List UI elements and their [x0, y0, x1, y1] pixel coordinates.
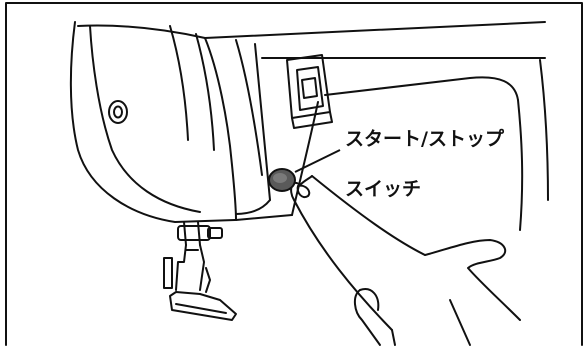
hand-outline — [424, 239, 521, 321]
start-stop-button-icon — [268, 168, 296, 192]
callout-label-line2: スイッチ — [345, 178, 422, 200]
thread-lever-slot — [286, 54, 333, 129]
finger-outline — [290, 181, 393, 331]
head-screw-icon — [108, 100, 128, 124]
machine-arm — [204, 21, 546, 39]
callout-label-line1: スタート/ストップ — [345, 128, 504, 150]
presser-foot-assembly — [163, 221, 237, 321]
machine-head-outline — [69, 21, 236, 223]
callout-leader-line — [294, 149, 341, 173]
figure-frame — [5, 2, 583, 346]
fingernail — [296, 184, 311, 198]
